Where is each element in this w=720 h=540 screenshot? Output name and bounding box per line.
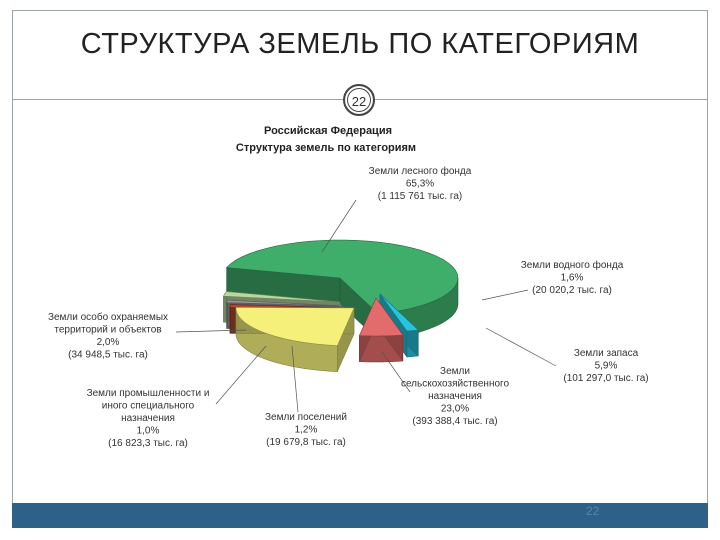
page-number-badge: 22	[343, 84, 375, 116]
leader-line	[291, 345, 299, 413]
leader-line	[481, 289, 529, 301]
chart-subtitle: Структура земель по категориям	[236, 142, 416, 154]
pie-slices	[222, 239, 459, 372]
slide-title: СТРУКТУРА ЗЕМЕЛЬ ПО КАТЕГОРИЯМ	[80, 28, 640, 60]
footer-bar	[12, 503, 708, 528]
leader-line	[485, 327, 557, 367]
leader-lines	[175, 199, 557, 413]
chart-title: Российская Федерация	[264, 125, 392, 137]
pie-slice	[358, 297, 404, 363]
leader-line	[381, 351, 411, 393]
leader-line	[321, 199, 357, 253]
leader-line	[175, 329, 247, 333]
footer-page-number: 22	[586, 504, 600, 518]
leader-line	[215, 345, 267, 405]
pie-slice	[235, 307, 355, 372]
